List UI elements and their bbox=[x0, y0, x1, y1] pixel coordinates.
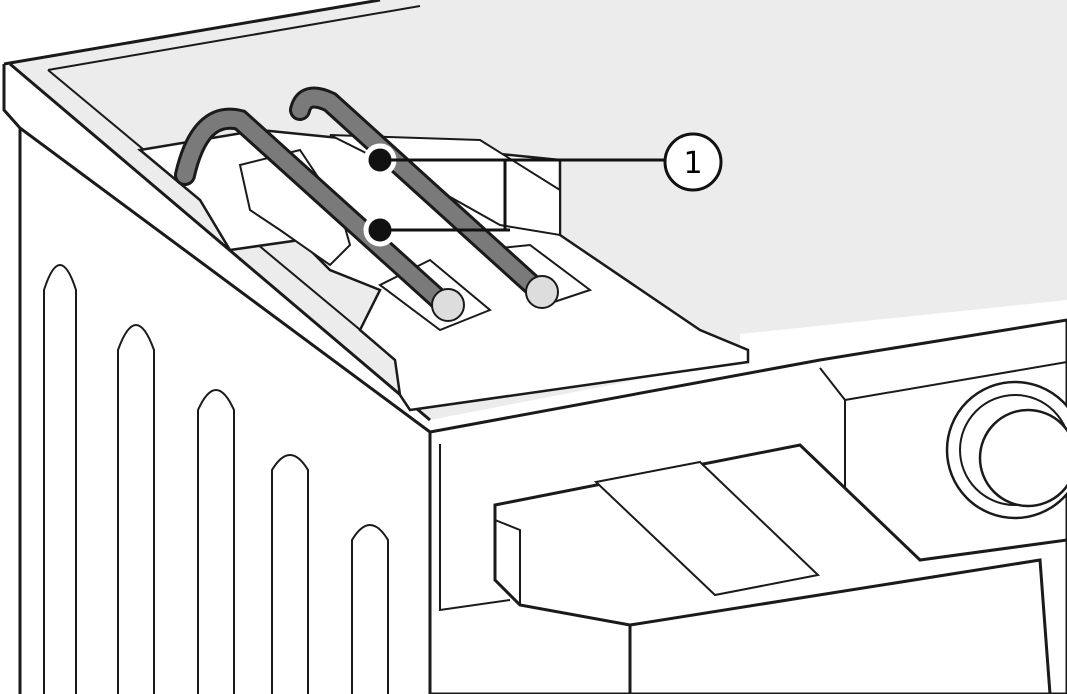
callout-label: 1 bbox=[683, 146, 702, 181]
valve-housing-left bbox=[238, 148, 352, 267]
fitting-left bbox=[431, 288, 465, 322]
rib-5 bbox=[351, 524, 389, 694]
rib-1 bbox=[43, 264, 77, 694]
callout-leader-lines bbox=[380, 158, 665, 232]
hose-fittings bbox=[431, 275, 559, 322]
program-knob bbox=[945, 380, 1067, 520]
hose-right-fill bbox=[292, 89, 548, 300]
hose-left-fill bbox=[177, 110, 453, 313]
callout-1: 1 bbox=[363, 132, 723, 247]
inlet-hoses bbox=[174, 86, 551, 316]
rib-4 bbox=[271, 454, 309, 694]
knob-cap bbox=[978, 408, 1067, 508]
fitting-right bbox=[525, 275, 559, 309]
callout-badge bbox=[663, 132, 723, 192]
drawer-side bbox=[494, 519, 521, 605]
top-rim-outline bbox=[2, 0, 431, 434]
detergent-drawer bbox=[493, 443, 1067, 694]
side-ribs bbox=[43, 264, 389, 694]
rib-2 bbox=[117, 324, 155, 694]
control-panel-ledge bbox=[439, 361, 1067, 612]
rib-3 bbox=[197, 389, 235, 694]
drawer-compartment bbox=[593, 460, 821, 597]
drawer-front bbox=[629, 558, 1052, 694]
